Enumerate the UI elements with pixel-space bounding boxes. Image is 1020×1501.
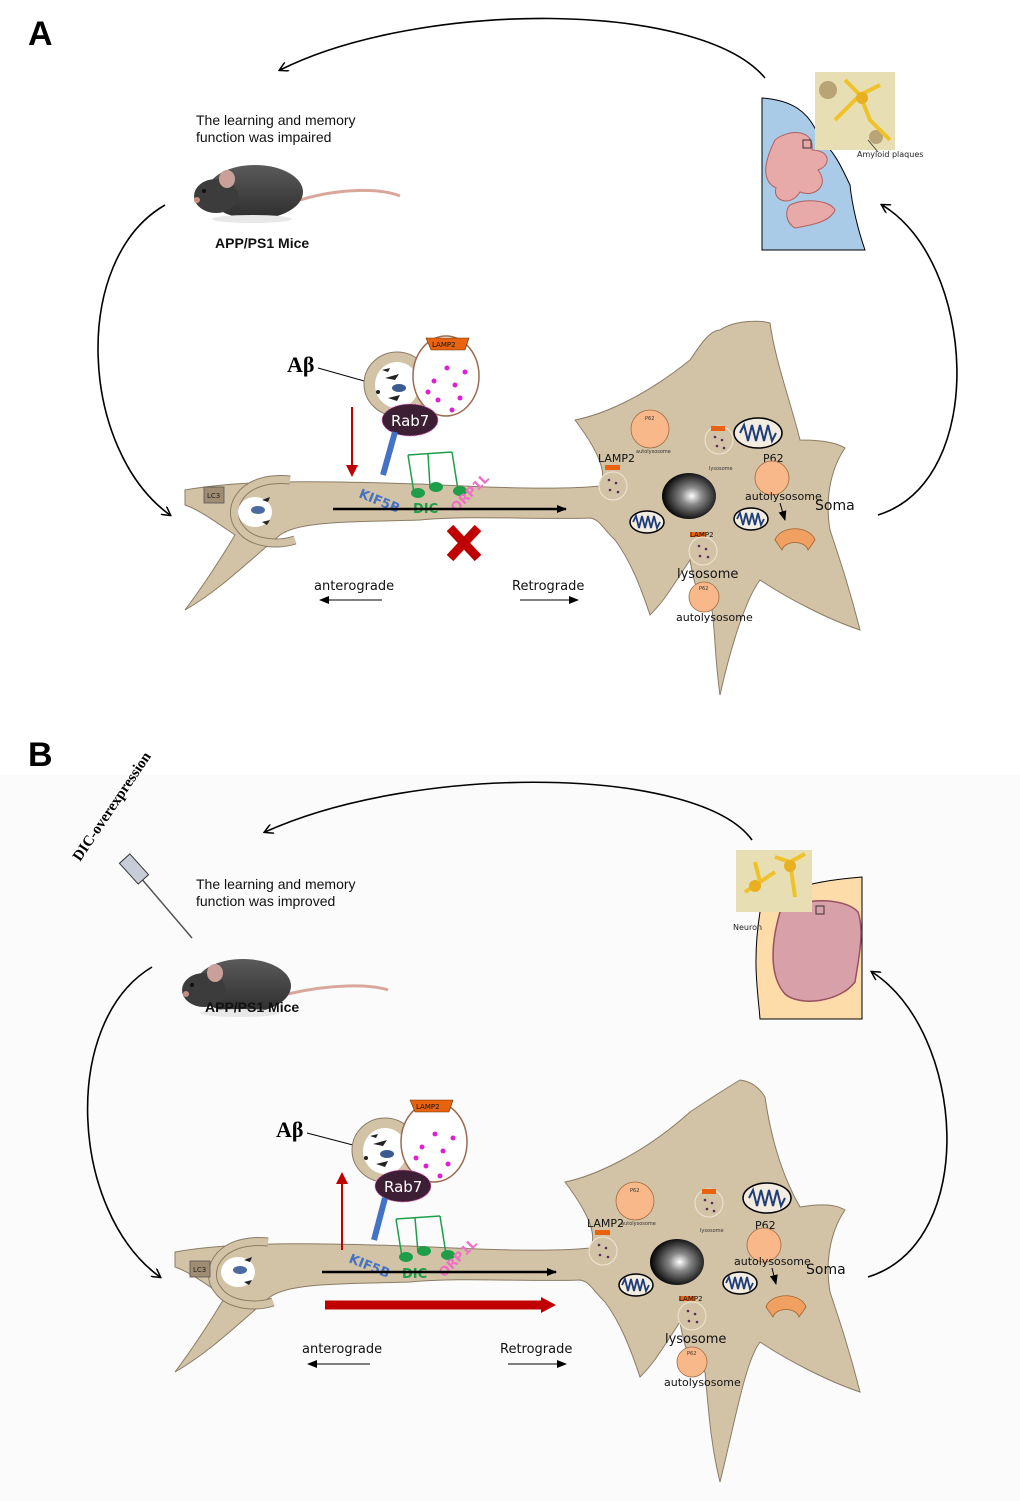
p62-label: P62 (645, 416, 654, 422)
lamp2-lysosome-left: LAMP2 (598, 452, 635, 501)
lysosome-label: lysosome (665, 1332, 726, 1347)
dic-dynein-icon (395, 1215, 447, 1258)
lc3-label: LC3 (207, 492, 220, 500)
degrading-autolysosome (765, 1295, 807, 1318)
soma-label: Soma (806, 1262, 846, 1278)
cycle-arrow-top (280, 17, 766, 79)
lysosome-label: lysosome (677, 567, 738, 582)
lc3-puzzle-icon (189, 1260, 211, 1278)
cycle-arrow-top (265, 781, 753, 841)
outcome-text-line2: function was improved (196, 893, 335, 909)
autolysosome-p62-lower: P62 autolysosome (664, 1346, 741, 1389)
autolysosome-p62-right: P62 autolysosome (745, 452, 822, 521)
anterograde-label: anterograde (302, 1342, 382, 1357)
rab7-label: Rab7 (384, 1178, 422, 1196)
rab7-complex: Rab7 (380, 403, 467, 498)
soma-label: Soma (815, 498, 855, 514)
kif5b-motor (380, 431, 398, 476)
outcome-text-line2: function was impaired (196, 129, 331, 145)
autolysosome-p62-upper-left: P62 autolysosome (630, 409, 671, 455)
nucleus (650, 1239, 704, 1285)
lamp2-soma-label: LAMP2 (587, 1217, 624, 1230)
neuron-cell (174, 1079, 861, 1483)
lamp2-lysosome-left: LAMP2 (587, 1217, 624, 1266)
brain-annotation: Amyloid plaques (857, 150, 923, 159)
panel-label: A (28, 15, 53, 53)
brain-section-illustration: Neuron (733, 850, 863, 1020)
small-lysosome-label: lysosome (700, 1228, 724, 1234)
autolysosome-p62-lower: P62 autolysosome (676, 581, 753, 624)
brain-annotation: Neuron (733, 923, 762, 932)
small-autolysosome-label: autolysosome (636, 449, 671, 455)
retrograde-label: Retrograde (500, 1342, 572, 1357)
lysosome-upper-middle: lysosome (704, 425, 734, 472)
rab7-label: Rab7 (391, 412, 429, 430)
lamp2-lysosome-lower: LAMP2 lysosome (665, 1295, 726, 1347)
lc3-puzzle-icon (203, 486, 225, 504)
outcome-text-line1: The learning and memory (196, 112, 356, 128)
cycle-arrow-right (877, 205, 958, 516)
outcome-text-line1: The learning and memory (196, 876, 356, 892)
autophagosome: LC3 (203, 475, 297, 548)
lysosome-upper-middle: lysosome (694, 1188, 724, 1234)
lamp2-lysosome-lower: LAMP2 lysosome (677, 531, 738, 582)
autolysosome-p62-right: P62 autolysosome (734, 1219, 811, 1285)
autophagosome: LC3 (189, 1237, 275, 1310)
abeta-label: Aβ (287, 352, 314, 377)
dic-dynein-icon (407, 451, 459, 494)
dic-label: DIC (402, 1267, 427, 1282)
panel-label: B (28, 736, 53, 774)
cycle-arrow-left (86, 966, 160, 1277)
lamp2-tag-label: LAMP2 (416, 1103, 440, 1111)
mouse-icon (182, 959, 389, 1017)
cycle-arrow-left (97, 204, 170, 515)
lamp2-soma-label: LAMP2 (598, 452, 635, 465)
autolysosome-soma-label: autolysosome (745, 490, 822, 503)
lysosome-vesicle: LAMP2 (412, 335, 480, 417)
panel-a: A The learning and memory function was i… (28, 15, 958, 696)
nucleus (662, 473, 716, 519)
syringe-icon (118, 853, 193, 939)
lysosome-vesicle: LAMP2 (400, 1099, 468, 1183)
abeta-label: Aβ (276, 1117, 303, 1142)
blocked-x-icon (446, 524, 482, 562)
p62-lower-label: P62 (687, 1351, 696, 1357)
mouse-label: APP/PS1 Mice (215, 235, 309, 251)
small-lysosome-label: lysosome (709, 466, 733, 472)
lc3-label: LC3 (193, 1266, 206, 1274)
mouse-label: APP/PS1 Mice (205, 999, 299, 1015)
mouse-icon (194, 165, 401, 223)
degrading-autolysosome (774, 528, 816, 551)
intervention-label: DIC-overexpression (70, 749, 155, 864)
lamp2-lower-label: LAMP2 (690, 531, 714, 539)
small-autolysosome-label: autolysosome (621, 1221, 656, 1227)
autolysosome-soma-label: autolysosome (734, 1255, 811, 1268)
brain-section-illustration: Amyloid plaques (761, 72, 923, 251)
p62-lower-label: P62 (699, 586, 708, 592)
panel-b: B DIC-overexpression The learning and me… (28, 736, 948, 1483)
p62-label: P62 (630, 1188, 639, 1194)
lamp2-tag-label: LAMP2 (432, 341, 456, 349)
kif5b-motor (371, 1197, 388, 1241)
anterograde-label: anterograde (314, 579, 394, 594)
autolysosome-lower-label: autolysosome (676, 611, 753, 624)
cycle-arrow-right (867, 972, 948, 1278)
lamp2-lower-label: LAMP2 (679, 1295, 703, 1303)
autolysosome-p62-upper-left: P62 autolysosome (615, 1181, 656, 1227)
rab7-complex: Rab7 (371, 1169, 455, 1262)
autolysosome-lower-label: autolysosome (664, 1376, 741, 1389)
retrograde-label: Retrograde (512, 579, 584, 594)
